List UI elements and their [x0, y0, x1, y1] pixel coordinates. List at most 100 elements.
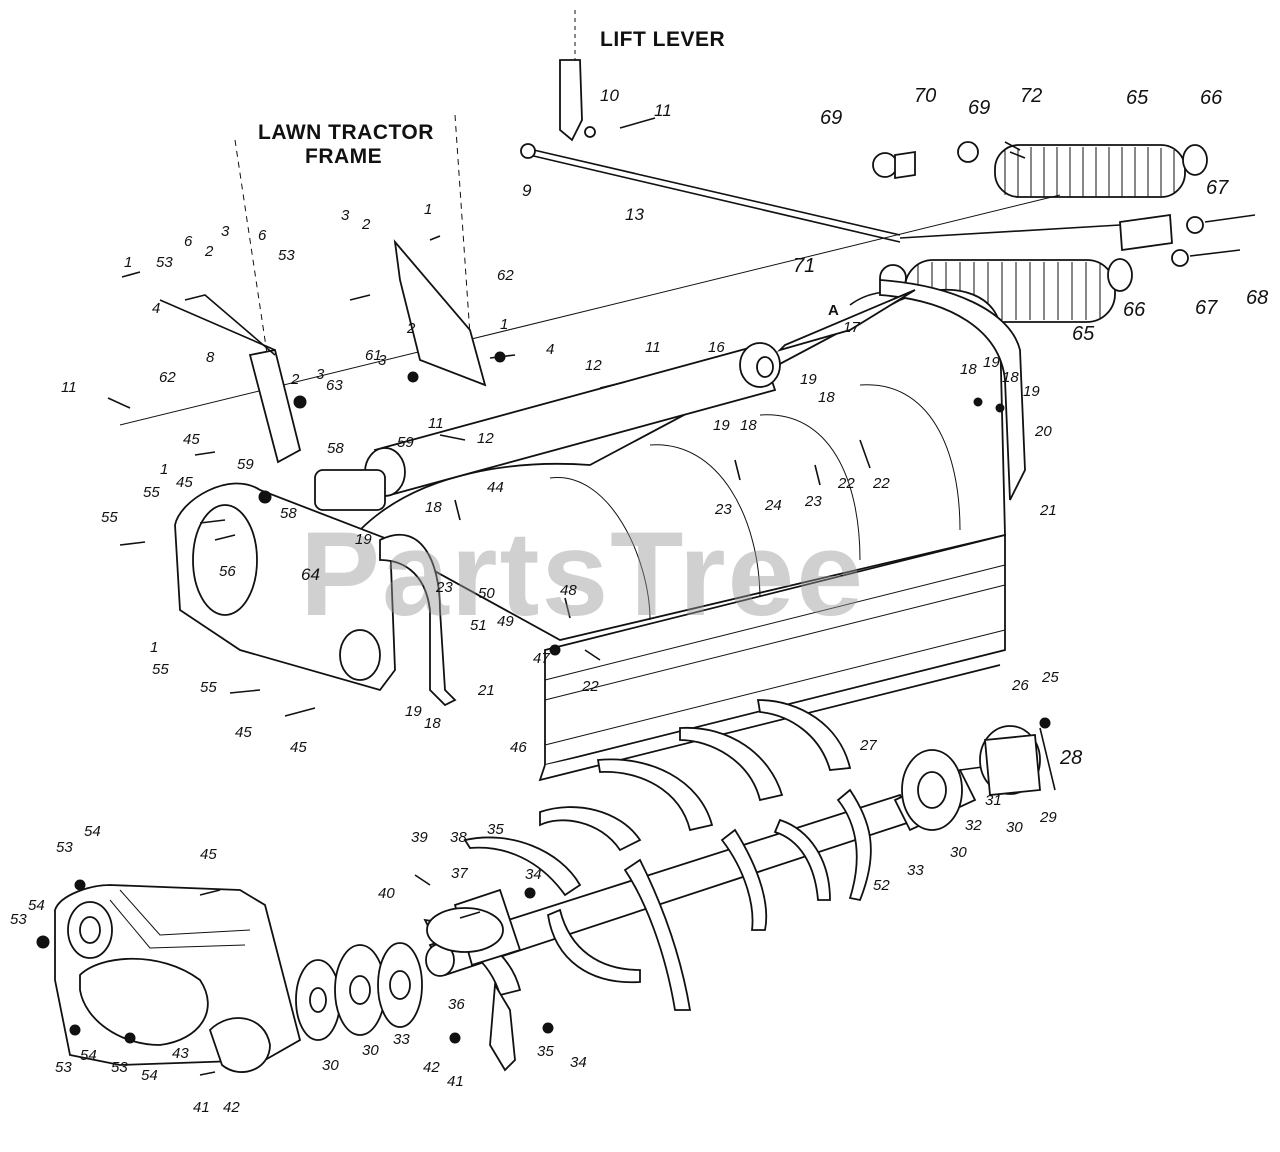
- callout-40: 40: [378, 885, 395, 902]
- callout-23: 23: [715, 501, 732, 518]
- callout-53: 53: [156, 254, 173, 271]
- callout-45: 45: [290, 739, 307, 756]
- callout-35: 35: [537, 1043, 554, 1060]
- callout-51: 51: [470, 617, 487, 634]
- callout-53: 53: [10, 911, 27, 928]
- callout-19: 19: [1023, 383, 1040, 400]
- callout-35: 35: [487, 821, 504, 838]
- callout-67: 67: [1206, 177, 1229, 199]
- lift-lever: [520, 10, 901, 243]
- callout-24: 24: [765, 497, 782, 514]
- callout-17: 17: [843, 319, 860, 336]
- callout-1: 1: [160, 461, 169, 478]
- callout-18: 18: [960, 361, 977, 378]
- spring-bracket: [899, 213, 1256, 267]
- callout-69: 69: [820, 107, 843, 129]
- callout-22: 22: [582, 678, 599, 695]
- callout-1: 1: [124, 254, 133, 271]
- callout-8: 8: [206, 349, 215, 366]
- callout-4: 4: [152, 300, 161, 317]
- left-bearing-stack: [295, 942, 423, 1041]
- tines: [423, 699, 872, 1072]
- callout-68: 68: [1246, 287, 1269, 309]
- callout-59: 59: [237, 456, 254, 473]
- callout-1: 1: [500, 316, 509, 333]
- right-flange: [984, 734, 1041, 796]
- callout-43: 43: [172, 1045, 189, 1062]
- callout-11: 11: [428, 415, 444, 432]
- gear-housing: [54, 884, 302, 1073]
- callout-23: 23: [436, 579, 453, 596]
- callout-18: 18: [1002, 369, 1019, 386]
- callout-62: 62: [497, 267, 514, 284]
- callout-66: 66: [1123, 299, 1146, 321]
- callout-49: 49: [497, 613, 514, 630]
- callout-34: 34: [525, 866, 542, 883]
- callout-22: 22: [838, 475, 855, 492]
- callout-19: 19: [713, 417, 730, 434]
- callout-54: 54: [28, 897, 45, 914]
- callout-9: 9: [522, 181, 532, 200]
- callout-21: 21: [478, 682, 495, 699]
- callout-55: 55: [101, 509, 118, 526]
- callout-50: 50: [478, 585, 495, 602]
- callout-3: 3: [341, 207, 350, 224]
- callout-69: 69: [968, 97, 991, 119]
- frame-label-line2: FRAME: [305, 145, 383, 168]
- callout-25: 25: [1042, 669, 1059, 686]
- lift-lever-label: LIFT LEVER: [600, 28, 726, 51]
- callout-34: 34: [570, 1054, 587, 1071]
- callout-19: 19: [405, 703, 422, 720]
- callout-36: 36: [448, 996, 465, 1013]
- callout-18: 18: [425, 499, 442, 516]
- callout-55: 55: [200, 679, 217, 696]
- left-side-panel: [174, 469, 457, 707]
- callout-19: 19: [800, 371, 817, 388]
- callout-58: 58: [327, 440, 344, 457]
- callout-19: 19: [983, 354, 1000, 371]
- callout-52: 52: [873, 877, 890, 894]
- callout-41: 41: [447, 1073, 464, 1090]
- callout-71: 71: [793, 255, 816, 277]
- callout-45: 45: [200, 846, 217, 863]
- lawn-tractor-frame-bracket: [159, 239, 487, 464]
- frame-label-line1: LAWN TRACTOR: [258, 121, 434, 144]
- callout-53: 53: [278, 247, 295, 264]
- callout-11: 11: [645, 339, 661, 356]
- callout-61: 61: [365, 347, 382, 364]
- callout-62: 62: [159, 369, 176, 386]
- callout-20: 20: [1035, 423, 1052, 440]
- callout-53: 53: [56, 839, 73, 856]
- callout-6: 6: [258, 227, 267, 244]
- callout-4: 4: [546, 341, 555, 358]
- callout-30: 30: [362, 1042, 379, 1059]
- callout-53: 53: [111, 1059, 128, 1076]
- callout-2: 2: [291, 371, 300, 388]
- callout-70: 70: [914, 85, 937, 107]
- callout-19: 19: [355, 531, 372, 548]
- callout-30: 30: [1006, 819, 1023, 836]
- callout-54: 54: [80, 1047, 97, 1064]
- callout-41: 41: [193, 1099, 210, 1116]
- callout-3: 3: [316, 366, 325, 383]
- callout-45: 45: [235, 724, 252, 741]
- callout-33: 33: [393, 1031, 410, 1048]
- callout-31: 31: [985, 792, 1002, 809]
- callout-13: 13: [625, 205, 644, 224]
- callout-12: 12: [585, 357, 602, 374]
- callout-16: 16: [708, 339, 725, 356]
- callout-26: 26: [1012, 677, 1029, 694]
- callout-30: 30: [950, 844, 967, 861]
- callout-55: 55: [143, 484, 160, 501]
- callout-58: 58: [280, 505, 297, 522]
- callout-28: 28: [1060, 747, 1083, 769]
- callout-44: 44: [487, 479, 504, 496]
- callout-42: 42: [223, 1099, 240, 1116]
- callout-53: 53: [55, 1059, 72, 1076]
- callout-48: 48: [560, 582, 577, 599]
- callout-10: 10: [600, 86, 619, 105]
- callout-63: 63: [326, 377, 343, 394]
- callout-27: 27: [860, 737, 877, 754]
- callout-56: 56: [219, 563, 236, 580]
